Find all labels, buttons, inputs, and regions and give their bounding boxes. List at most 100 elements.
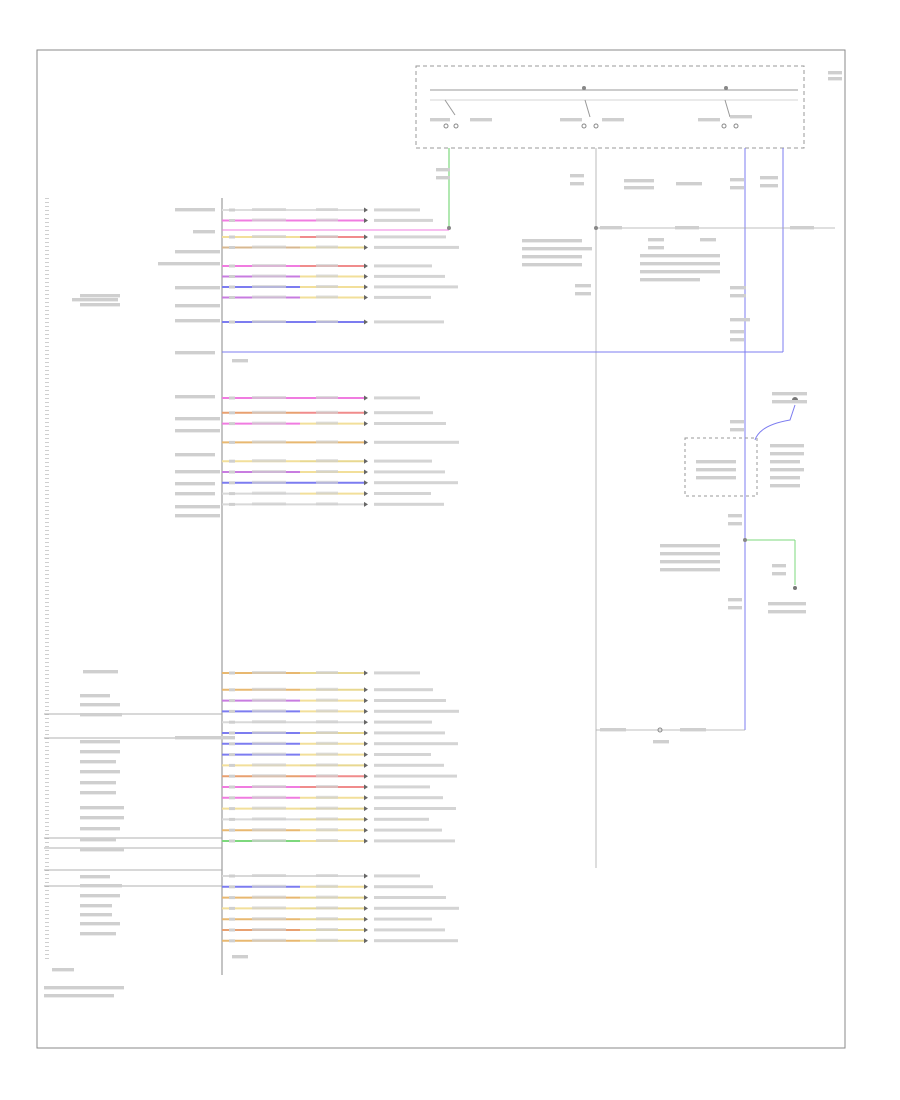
label-placeholder	[624, 186, 654, 190]
label-placeholder	[232, 955, 248, 959]
label-placeholder	[80, 781, 116, 785]
wire-row	[222, 501, 444, 507]
wire-row	[222, 284, 458, 290]
label-placeholder	[175, 453, 215, 457]
label-placeholder	[80, 932, 116, 936]
label-placeholder	[730, 420, 744, 424]
label-placeholder	[175, 250, 220, 254]
wire-row	[222, 827, 442, 833]
label-placeholder	[730, 286, 746, 290]
label-placeholder	[648, 246, 664, 250]
label-placeholder	[470, 118, 492, 122]
label-placeholder	[700, 238, 716, 242]
wire-row	[222, 927, 445, 933]
wire-row	[222, 719, 432, 725]
label-placeholder	[44, 994, 114, 998]
label-placeholder	[570, 174, 584, 178]
label-placeholder	[80, 760, 116, 764]
label-placeholder	[175, 395, 215, 399]
label-placeholder	[80, 806, 124, 810]
label-placeholder	[175, 736, 235, 740]
label-placeholder	[158, 262, 220, 266]
label-placeholder	[430, 118, 450, 122]
wire-row	[222, 234, 446, 240]
label-placeholder	[696, 476, 736, 480]
label-placeholder	[175, 417, 220, 421]
label-placeholder	[730, 115, 752, 119]
label-placeholder	[80, 713, 122, 717]
label-placeholder	[790, 226, 814, 230]
label-placeholder	[80, 894, 120, 898]
label-placeholder	[175, 429, 220, 433]
wire-row	[222, 670, 420, 676]
label-placeholder	[728, 598, 742, 602]
label-placeholder	[660, 568, 720, 572]
wire-row	[222, 687, 433, 693]
label-placeholder	[730, 294, 746, 298]
label-placeholder	[175, 351, 215, 355]
label-placeholder	[436, 176, 450, 180]
label-placeholder	[698, 118, 720, 122]
label-placeholder	[770, 444, 804, 448]
label-placeholder	[232, 359, 248, 363]
label-placeholder	[80, 904, 112, 908]
label-placeholder	[80, 740, 120, 744]
wire-row	[222, 806, 456, 812]
wire-row	[222, 784, 430, 790]
wire-row	[222, 838, 455, 844]
wire-row	[222, 938, 458, 944]
label-placeholder	[80, 884, 122, 888]
diagram-frame	[36, 49, 846, 1049]
label-placeholder	[768, 610, 806, 614]
wire-row	[222, 263, 432, 269]
label-placeholder	[175, 514, 220, 518]
wire-row	[222, 708, 459, 714]
label-placeholder	[175, 492, 215, 496]
label-placeholder	[730, 428, 744, 432]
label-placeholder	[175, 304, 220, 308]
label-placeholder	[648, 238, 664, 242]
wire-row	[222, 480, 458, 486]
label-placeholder	[175, 208, 215, 212]
label-placeholder	[624, 179, 654, 183]
label-placeholder	[770, 460, 800, 464]
label-placeholder	[44, 986, 124, 990]
label-placeholder	[772, 392, 807, 396]
wire-row	[222, 741, 458, 747]
wire-row	[222, 873, 420, 879]
label-placeholder	[828, 71, 842, 75]
relay-box	[684, 437, 758, 497]
label-placeholder	[600, 728, 626, 732]
label-placeholder	[52, 968, 74, 972]
label-placeholder	[80, 922, 120, 926]
label-placeholder	[80, 816, 124, 820]
label-placeholder	[730, 318, 750, 322]
label-placeholder	[768, 602, 806, 606]
label-placeholder	[772, 572, 786, 576]
label-placeholder	[575, 284, 591, 288]
label-placeholder	[770, 476, 800, 480]
wire-row	[222, 207, 420, 213]
label-placeholder	[640, 262, 720, 266]
label-placeholder	[193, 230, 215, 234]
label-placeholder	[80, 838, 116, 842]
wire-row	[222, 491, 431, 497]
label-placeholder	[770, 452, 804, 456]
wire-row	[222, 816, 429, 822]
label-placeholder	[80, 703, 120, 707]
label-placeholder	[80, 875, 110, 879]
label-placeholder	[80, 913, 112, 917]
label-placeholder	[600, 226, 622, 230]
wire-row	[222, 218, 433, 223]
wire-rows	[222, 207, 459, 944]
label-placeholder	[660, 552, 720, 556]
label-placeholder	[640, 254, 720, 258]
label-placeholder	[696, 460, 736, 464]
label-placeholder	[760, 184, 778, 188]
label-placeholder	[80, 848, 124, 852]
label-placeholder	[660, 544, 720, 548]
wire-row	[222, 795, 443, 801]
ignition-switch	[415, 65, 805, 149]
wire-row	[222, 698, 446, 704]
